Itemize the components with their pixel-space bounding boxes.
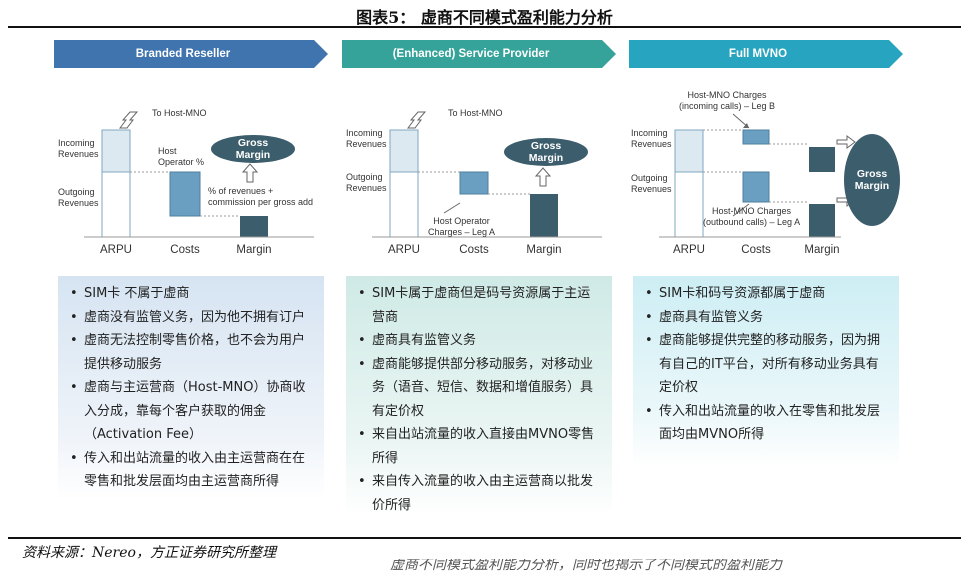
- bullet-item: 虚商具有监管义务: [643, 306, 889, 330]
- axis-margin: Margin: [804, 244, 840, 256]
- bullet-item: 传入和出站流量的收入在零售和批发层面均由MVNO所得: [643, 400, 889, 447]
- leg-a-label: Host-MNO Charges (outbound calls) – Leg …: [703, 206, 801, 227]
- banner-full-mvno: Full MVNO: [629, 40, 903, 68]
- incoming-revenues-label: Incoming Revenues: [631, 128, 672, 149]
- axis-arpu: ARPU: [673, 244, 705, 256]
- panel-branded-reseller: Branded Reseller To Host-MNO Incoming Re…: [54, 40, 328, 500]
- bullets-branded-reseller: SIM卡 不属于虚商 虚商没有监管义务，因为他不拥有订户 虚商无法控制零售价格，…: [58, 276, 324, 500]
- axis-costs: Costs: [741, 244, 771, 256]
- commission-label: % of revenues + commission per gross add: [208, 186, 314, 207]
- host-operator-pct-label: Host Operator %: [158, 146, 205, 167]
- leg-a-label: Host Operator Charges – Leg A: [428, 216, 496, 237]
- axis-margin: Margin: [236, 244, 272, 256]
- gross-margin-label: Gross Margin: [235, 137, 271, 161]
- source-note: 资料来源：Nereo，方正证券研究所整理: [22, 545, 276, 561]
- bullets-service-provider: SIM卡属于虚商但是码号资源属于主运营商 虚商具有监管义务 虚商能够提供部分移动…: [346, 276, 612, 516]
- gross-margin-label: Gross Margin: [854, 168, 890, 192]
- bullet-item: 来自出站流量的收入直接由MVNO零售所得: [356, 423, 602, 470]
- outgoing-revenues-label: Outgoing Revenues: [58, 187, 99, 208]
- axis-costs: Costs: [459, 244, 489, 256]
- bullet-item: 虚商能够提供完整的移动服务，因为拥有自己的IT平台，对所有移动业务具有定价权: [643, 329, 889, 400]
- incoming-revenues-label: Incoming Revenues: [58, 138, 99, 159]
- bullet-item: 虚商没有监管义务，因为他不拥有订户: [68, 306, 314, 330]
- incoming-revenues-label: Incoming Revenues: [346, 128, 387, 149]
- diagram-full-mvno: Host-MNO Charges (incoming calls) – Leg …: [629, 72, 903, 272]
- diagram-service-provider: To Host-MNO Incoming Revenues Outgoing R…: [342, 72, 616, 272]
- figure-title: 图表5： 虚商不同模式盈利能力分析: [356, 8, 613, 27]
- axis-margin: Margin: [526, 244, 562, 256]
- banner-branded-reseller: Branded Reseller: [54, 40, 328, 68]
- bullet-item: 虚商能够提供部分移动服务，对移动业务（语音、短信、数据和增值服务）具有定价权: [356, 353, 602, 424]
- diagram-branded-reseller: To Host-MNO Incoming Revenues Outgoing R…: [54, 72, 328, 272]
- bottom-rule: [8, 537, 961, 539]
- to-host-label: To Host-MNO: [152, 108, 207, 118]
- bullet-item: 虚商无法控制零售价格，也不会为用户提供移动服务: [68, 329, 314, 376]
- axis-arpu: ARPU: [100, 244, 132, 256]
- outgoing-revenues-label: Outgoing Revenues: [631, 173, 672, 194]
- panel-full-mvno: Full MVNO Host-MNO Charges (incoming cal…: [629, 40, 903, 500]
- banner-label: Full MVNO: [728, 48, 788, 60]
- bullet-item: SIM卡属于虚商但是码号资源属于主运营商: [356, 282, 602, 329]
- gross-margin-label: Gross Margin: [528, 140, 564, 164]
- to-host-label: To Host-MNO: [448, 108, 503, 118]
- axis-arpu: ARPU: [388, 244, 420, 256]
- bullet-item: 来自传入流量的收入由主运营商以批发价所得: [356, 470, 602, 517]
- banner-label: Branded Reseller: [135, 48, 231, 60]
- banner-service-provider: (Enhanced) Service Provider: [342, 40, 616, 68]
- bullet-item: SIM卡 不属于虚商: [68, 282, 314, 306]
- leg-b-label: Host-MNO Charges (incoming calls) – Leg …: [679, 90, 776, 111]
- panel-service-provider: (Enhanced) Service Provider To Host-MNO …: [342, 40, 616, 516]
- bullet-item: 虚商与主运营商（Host-MNO）协商收入分成，靠每个客户获取的佣金（Activ…: [68, 376, 314, 447]
- bullet-item: 传入和出站流量的收入由主运营商在在零售和批发层面均由主运营商所得: [68, 447, 314, 494]
- axis-costs: Costs: [170, 244, 200, 256]
- bullet-item: SIM卡和码号资源都属于虚商: [643, 282, 889, 306]
- banner-label: (Enhanced) Service Provider: [392, 48, 550, 60]
- outgoing-revenues-label: Outgoing Revenues: [346, 172, 387, 193]
- top-rule: [8, 26, 961, 28]
- cutoff-text: 虚商不同模式盈利能力分析，同时也揭示了不同模式的盈利能力: [390, 559, 782, 571]
- bullet-item: 虚商具有监管义务: [356, 329, 602, 353]
- bullets-full-mvno: SIM卡和码号资源都属于虚商 虚商具有监管义务 虚商能够提供完整的移动服务，因为…: [633, 276, 899, 466]
